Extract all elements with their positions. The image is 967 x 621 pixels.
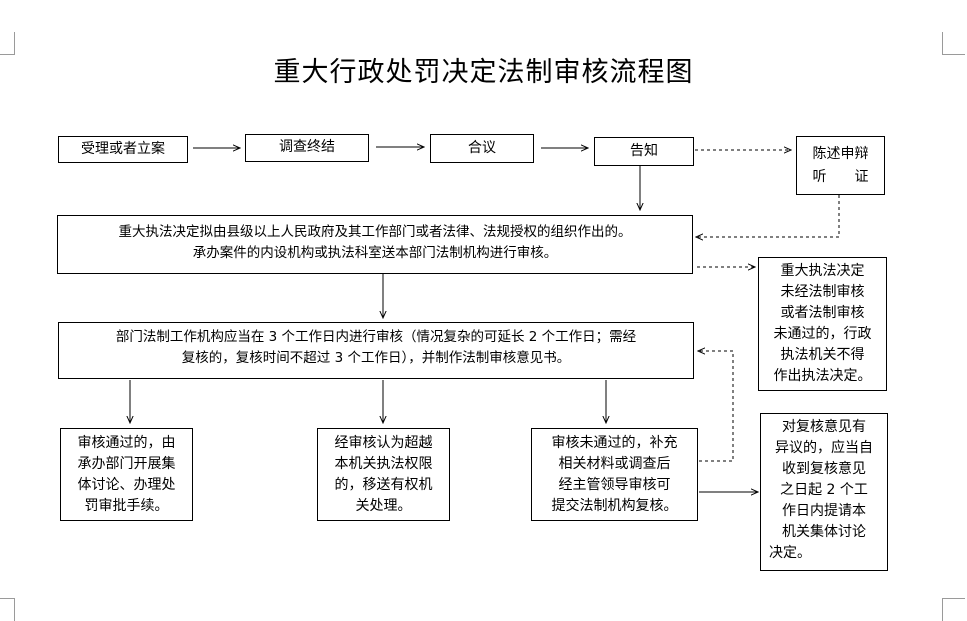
statement-line-1: 陈述申辩 — [812, 146, 869, 162]
objection-line-4: 之日起 2 个工 — [780, 482, 868, 498]
failed-line-1: 审核未通过的，补充 — [551, 435, 678, 451]
unreviewed-note-box: 重大执法决定 未经法制审核 或者法制审核 未通过的，行政 执法机关不得 作出执法… — [758, 257, 887, 391]
failed-line-3: 经主管领导审核可 — [558, 477, 671, 493]
objection-line-5: 作日内提请本 — [782, 503, 866, 519]
objection-box: 对复核意见有 异议的，应当自 收到复核意见 之日起 2 个工 作日内提请本 机关… — [760, 413, 888, 571]
dashed-fail-to-review — [698, 351, 734, 462]
exceed-line-2: 本机关执法权限 — [334, 456, 433, 472]
dashed-statement-to-main — [696, 195, 840, 237]
review-line-2: 复核的，复核时间不超过 3 个工作日），并制作法制审核意见书。 — [181, 350, 571, 366]
outcome-exceed-authority-box: 经审核认为超越 本机关执法权限 的，移送有权机 关处理。 — [317, 428, 450, 521]
note-line-1: 重大执法决定 — [780, 263, 865, 279]
major-decision-box: 重大执法决定拟由县级以上人民政府及其工作部门或者法律、法规授权的组织作出的。 承… — [57, 215, 693, 274]
corner-mark-bottom-left — [0, 598, 15, 621]
statement-line-2: 听 证 — [812, 169, 869, 185]
passed-line-3: 体讨论、办理处 — [77, 477, 176, 493]
page-title: 重大行政处罚决定法制审核流程图 — [273, 57, 694, 88]
exceed-line-1: 经审核认为超越 — [334, 435, 433, 451]
objection-line-2: 异议的，应当自 — [775, 440, 873, 456]
note-line-3: 或者法制审核 — [780, 305, 865, 321]
note-line-5: 执法机关不得 — [780, 347, 865, 363]
review-line-1: 部门法制工作机构应当在 3 个工作日内进行审核（情况复杂的可延长 2 个工作日；… — [115, 329, 637, 345]
failed-line-2: 相关材料或调查后 — [558, 456, 671, 472]
corner-mark-bottom-right — [942, 598, 965, 621]
objection-line-3: 收到复核意见 — [782, 461, 866, 477]
legal-review-box: 部门法制工作机构应当在 3 个工作日内进行审核（情况复杂的可延长 2 个工作日；… — [58, 322, 694, 379]
step-statement-hearing: 陈述申辩 听 证 — [796, 136, 885, 195]
step-discussion: 合议 — [430, 134, 534, 163]
step-notify: 告知 — [594, 137, 694, 166]
step-accept-case: 受理或者立案 — [58, 136, 188, 163]
passed-line-1: 审核通过的，由 — [77, 435, 176, 451]
objection-line-6: 机关集体讨论 — [782, 524, 866, 540]
outcome-passed-box: 审核通过的，由 承办部门开展集 体讨论、办理处 罚审批手续。 — [60, 428, 193, 521]
failed-line-4: 提交法制机构复核。 — [551, 498, 678, 514]
exceed-line-3: 的，移送有权机 — [334, 477, 433, 493]
note-line-4: 未通过的，行政 — [773, 326, 872, 342]
passed-line-2: 承办部门开展集 — [77, 456, 176, 472]
note-line-2: 未经法制审核 — [780, 284, 865, 300]
objection-line-1: 对复核意见有 — [782, 419, 866, 435]
major-decision-line-1: 重大执法决定拟由县级以上人民政府及其工作部门或者法律、法规授权的组织作出的。 — [118, 224, 632, 240]
major-decision-line-2: 承办案件的内设机构或执法科室送本部门法制机构进行审核。 — [192, 245, 558, 261]
exceed-line-4: 关处理。 — [355, 498, 412, 514]
outcome-failed-box: 审核未通过的，补充 相关材料或调查后 经主管领导审核可 提交法制机构复核。 — [531, 428, 698, 521]
step-investigation-end: 调查终结 — [245, 134, 369, 162]
objection-line-7: 决定。 — [769, 545, 811, 561]
corner-mark-top-left — [0, 32, 15, 55]
note-line-6: 作出执法决定。 — [773, 368, 872, 384]
passed-line-4: 罚审批手续。 — [84, 498, 169, 514]
corner-mark-top-right — [942, 32, 965, 55]
